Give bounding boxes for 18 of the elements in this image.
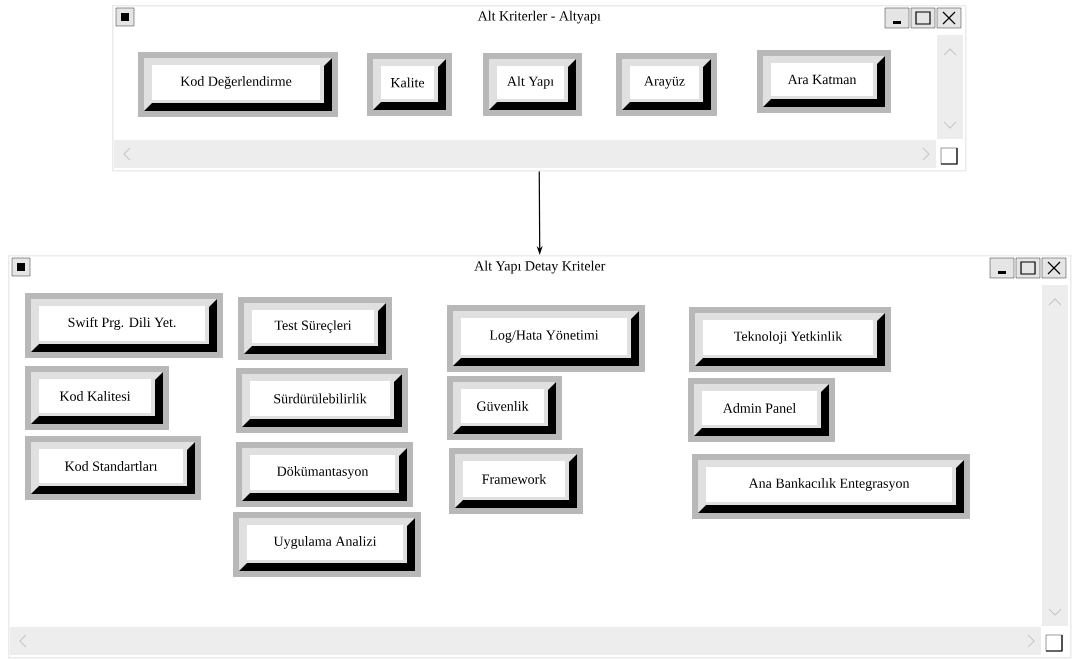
push-button: Kod Kalitesi xyxy=(25,366,169,430)
push-button: Framework xyxy=(449,448,583,514)
push-button: Log/Hata Yönetimi xyxy=(447,305,645,372)
push-button: Güvenlik xyxy=(447,376,562,440)
push-button: Alt Yapı xyxy=(483,53,582,116)
push-button: Dökümantasyon xyxy=(236,442,413,507)
push-button: Arayüz xyxy=(616,53,717,116)
push-button: Teknoloji Yetkinlik xyxy=(689,307,891,372)
push-button: Kod Değerlendirme xyxy=(138,52,338,117)
push-button: Test Süreçleri xyxy=(238,297,392,360)
push-button: Admin Panel xyxy=(688,378,835,442)
push-button: Kalite xyxy=(367,53,452,116)
push-button: Kod Standartları xyxy=(25,436,201,500)
push-button: Sürdürülebilirlik xyxy=(236,368,408,433)
push-button: Uygulama Analizi xyxy=(233,512,421,577)
push-button: Ana Bankacılık Entegrasyon xyxy=(692,454,970,519)
push-button: Swift Prg. Dili Yet. xyxy=(25,293,223,358)
push-button: Ara Katman xyxy=(757,50,891,113)
